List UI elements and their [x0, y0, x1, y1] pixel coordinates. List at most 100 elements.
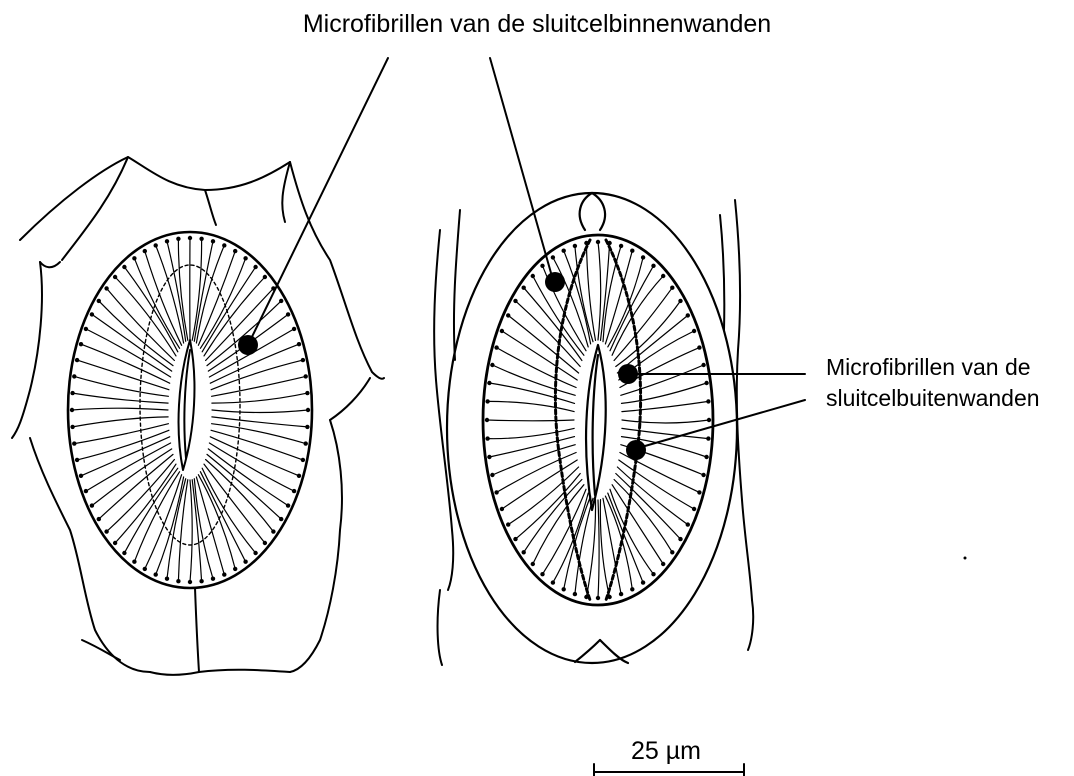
microfibril-end-dot — [279, 299, 283, 303]
microfibril-end-dot — [122, 265, 126, 269]
microfibril-end-dot — [132, 560, 136, 564]
microfibril-end-dot — [522, 286, 526, 290]
microfibril-end-dot — [97, 299, 101, 303]
microfibril-strand — [115, 464, 176, 543]
microfibril-strand — [508, 315, 578, 373]
microfibril-end-dot — [304, 374, 308, 378]
microfibril-end-dot — [305, 425, 309, 429]
microfibril-strand — [74, 376, 168, 396]
microfibril-end-dot — [704, 381, 708, 385]
microfibril-end-dot — [651, 264, 655, 268]
microfibril-end-dot — [176, 237, 180, 241]
microfibril-strand — [212, 410, 308, 413]
microfibril-strand — [194, 241, 213, 341]
microfibril-end-dot — [506, 522, 510, 526]
microfibril-strand — [99, 454, 173, 519]
label-inner-wall-microfibrils: Microfibrillen van de sluitcelbinnenwand… — [0, 8, 1074, 40]
microfibril-strand — [608, 493, 643, 582]
microfibril-end-dot — [165, 239, 169, 243]
microfibril-end-dot — [697, 345, 701, 349]
microfibril-strand — [586, 500, 595, 597]
microfibril-end-dot — [490, 473, 494, 477]
microfibril-end-dot — [630, 587, 634, 591]
microfibril-end-dot — [485, 399, 489, 403]
microfibril-end-dot — [199, 237, 203, 241]
microfibril-end-dot — [70, 391, 74, 395]
left-radial-microfibrils — [70, 236, 310, 584]
label-outer-wall-microfibrils: Microfibrillen van de sluitcelbuitenwand… — [826, 352, 1040, 414]
microfibril-end-dot — [176, 579, 180, 583]
microfibril-end-dot — [305, 391, 309, 395]
microfibril-strand — [134, 472, 179, 562]
microfibril-end-dot — [286, 312, 290, 316]
microfibril-strand — [212, 424, 306, 444]
microfibril-end-dot — [540, 572, 544, 576]
microfibril-end-dot — [90, 312, 94, 316]
microfibril-end-dot — [143, 249, 147, 253]
microfibril-end-dot — [263, 541, 267, 545]
microfibril-end-dot — [286, 503, 290, 507]
microfibril-strand — [488, 401, 574, 411]
marker-dot-right-outer-upper — [618, 364, 638, 384]
microfibril-end-dot — [104, 286, 108, 290]
microfibril-end-dot — [651, 572, 655, 576]
microfibril-end-dot — [551, 580, 555, 584]
microfibril-end-dot — [84, 489, 88, 493]
microfibril-end-dot — [607, 241, 611, 245]
microfibril-end-dot — [154, 572, 158, 576]
microfibril-end-dot — [243, 256, 247, 260]
microfibril-end-dot — [701, 473, 705, 477]
microfibril-end-dot — [301, 458, 305, 462]
microfibril-strand — [72, 408, 168, 410]
microfibril-strand — [192, 480, 201, 582]
microfibril-strand — [516, 301, 581, 367]
microfibril-strand — [524, 288, 582, 361]
microfibril-end-dot — [301, 358, 305, 362]
microfibril-end-dot — [188, 236, 192, 240]
microfibril-end-dot — [97, 517, 101, 521]
microfibril-end-dot — [75, 458, 79, 462]
microfibril-end-dot — [641, 580, 645, 584]
microfibril-end-dot — [292, 489, 296, 493]
microfibril-end-dot — [253, 551, 257, 555]
microfibril-end-dot — [304, 441, 308, 445]
microfibril-end-dot — [233, 249, 237, 253]
microfibril-end-dot — [540, 264, 544, 268]
microfibril-end-dot — [500, 329, 504, 333]
right-pore — [586, 345, 606, 510]
microfibril-end-dot — [79, 474, 83, 478]
microfibril-end-dot — [531, 562, 535, 566]
microfibril-strand — [489, 437, 574, 457]
microfibril-strand — [489, 383, 574, 403]
microfibril-end-dot — [500, 507, 504, 511]
microfibril-strand — [575, 246, 593, 342]
microfibril-end-dot — [494, 490, 498, 494]
microfibril-strand — [598, 242, 601, 340]
microfibril-end-dot — [607, 595, 611, 599]
microfibril-end-dot — [113, 541, 117, 545]
microfibril-strand — [208, 449, 288, 506]
microfibril-end-dot — [222, 572, 226, 576]
microfibril-end-dot — [233, 567, 237, 571]
microfibril-end-dot — [701, 363, 705, 367]
microfibril-strand — [92, 314, 172, 371]
microfibril-strand — [492, 365, 575, 395]
microfibril-strand — [622, 420, 709, 423]
microfibril-end-dot — [551, 255, 555, 259]
microfibril-end-dot — [619, 592, 623, 596]
left-pore — [179, 340, 195, 470]
microfibril-end-dot — [678, 537, 682, 541]
microfibril-end-dot — [211, 577, 215, 581]
microfibril-end-dot — [263, 275, 267, 279]
microfibril-end-dot — [513, 299, 517, 303]
microfibril-end-dot — [72, 441, 76, 445]
microfibril-strand — [622, 383, 707, 403]
microfibril-end-dot — [485, 418, 489, 422]
microfibril-end-dot — [243, 560, 247, 564]
microfibril-end-dot — [143, 567, 147, 571]
microfibril-end-dot — [279, 517, 283, 521]
microfibril-end-dot — [306, 408, 310, 412]
microfibril-strand — [81, 437, 170, 476]
microfibril-end-dot — [707, 418, 711, 422]
microfibril-end-dot — [199, 579, 203, 583]
